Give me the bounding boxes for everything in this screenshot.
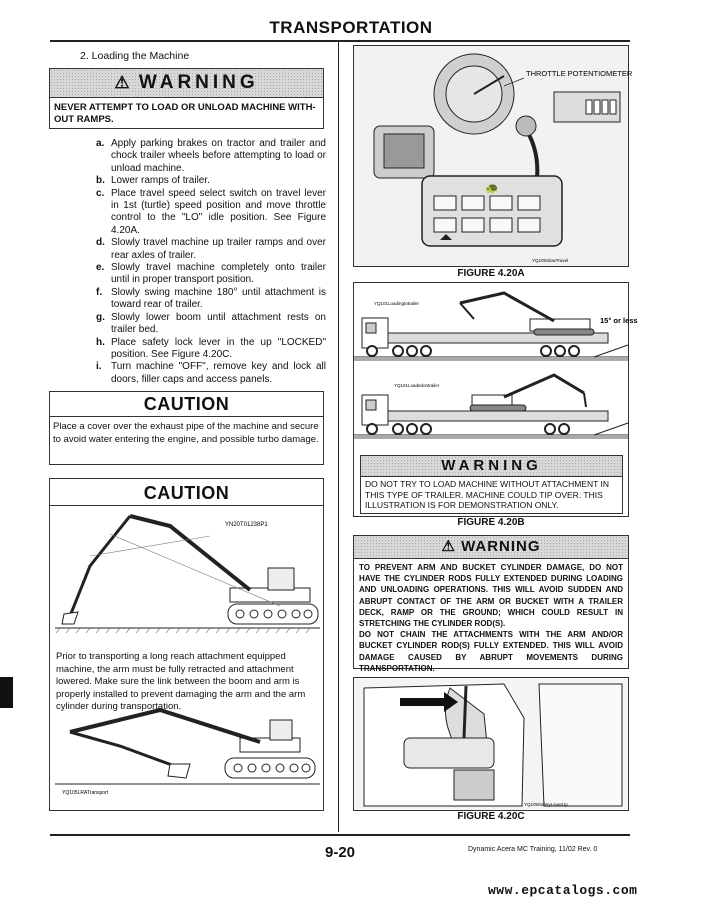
step-item: b. Lower ramps of trailer. [96, 175, 326, 187]
figure-caption: FIGURE 4.20A [457, 268, 525, 279]
step-list: a. Apply parking brakes on tractor and tr… [96, 138, 326, 386]
step-text: Slowly travel machine up trailer ramps a… [111, 237, 326, 261]
warning-paragraph: TO PREVENT ARM AND BUCKET CYLINDER DAMAG… [359, 563, 623, 629]
image-code: YQ105LRATransport [62, 790, 109, 796]
warning-box: ⚠ WARNING TO PREVENT ARM AND BUCKET CYLI… [353, 535, 629, 673]
figure-throttle-panel: THROTTLE POTENTIOMETER 🐢 YQ105SlowTravel [353, 45, 633, 267]
page-title: TRANSPORTATION [269, 18, 433, 37]
caution-text: Prior to transporting a long reach attac… [56, 651, 306, 713]
section-tab [0, 677, 13, 708]
step-letter: c. [96, 187, 105, 199]
figure-caption: FIGURE 4.20C [457, 811, 525, 822]
step-text: Slowly lower boom until attachment rests… [111, 311, 326, 336]
header-rule [50, 40, 630, 42]
trailer-loading-illustration: YQ101Loadingtotrailer 15° or less YQ101L… [354, 291, 638, 439]
column-divider [338, 42, 339, 832]
warning-box: WARNING DO NOT TRY TO LOAD MACHINE WITHO… [360, 455, 623, 514]
caution-box: CAUTION Place a cover over the exhaust p… [49, 391, 324, 465]
long-reach-excavator-illustration: YN20T01238P1 YQ105LRATransport [55, 514, 320, 796]
step-item: a. Apply parking brakes on tractor and tr… [96, 138, 326, 175]
callout-label: THROTTLE POTENTIOMETER [526, 69, 633, 78]
step-text: Slowly swing machine 180° until attachme… [111, 286, 326, 311]
warning-triangle-icon: ⚠ [441, 538, 456, 555]
image-code: YQ101Loadingtotrailer [374, 301, 420, 306]
step-text: Turn machine "OFF", remove key and lock … [111, 361, 326, 385]
warning-header: ⚠ WARNING [354, 536, 628, 559]
arrow-icon [400, 692, 458, 712]
angle-label: 15° or less [600, 316, 638, 325]
image-code: YQ105SafetyLeverUp [524, 802, 568, 807]
step-letter: e. [96, 262, 105, 274]
watermark: www.epcatalogs.com [488, 883, 638, 898]
step-letter: b. [96, 175, 105, 187]
step-item: e. Slowly travel machine completely onto … [96, 262, 326, 287]
caution-text: Place a cover over the exhaust pipe of t… [53, 421, 319, 445]
step-item: h. Place safety lock lever in the up "LOC… [96, 337, 326, 362]
warning-text: DO NOT TRY TO LOAD MACHINE WITHOUT ATTAC… [365, 479, 610, 510]
step-letter: a. [96, 138, 105, 149]
step-item: g. Slowly lower boom until attachment res… [96, 312, 326, 337]
warning-header: ⚠ WARNING [50, 69, 323, 98]
step-item: f. Slowly swing machine 180° until attach… [96, 287, 326, 312]
page-number: 9-20 [324, 844, 356, 861]
cab-controls-illustration: THROTTLE POTENTIOMETER 🐢 YQ105SlowTravel [354, 46, 633, 266]
warning-label: WARNING [461, 538, 541, 555]
warning-paragraph: DO NOT CHAIN THE ATTACHMENTS WITH THE AR… [359, 630, 623, 673]
figure-safety-lever: YQ105SafetyLeverUp [353, 677, 629, 811]
figure-trailer-loading: YQ101Loadingtotrailer 15° or less YQ101L… [353, 282, 638, 517]
caution-label: CAUTION [50, 479, 323, 506]
step-text: Slowly travel machine completely onto tr… [111, 262, 326, 286]
warning-text: TO PREVENT ARM AND BUCKET CYLINDER DAMAG… [354, 559, 628, 677]
caution-label: CAUTION [50, 392, 323, 417]
step-item: c. Place travel speed select switch on tr… [96, 188, 326, 238]
image-code: YN20T01238P1 [225, 522, 268, 528]
warning-box: ⚠ WARNING NEVER ATTEMPT TO LOAD OR UNLOA… [49, 68, 324, 129]
image-code: YQ101Loadedontrailer [394, 383, 440, 388]
footer-rule [50, 834, 630, 836]
step-item: i. Turn machine "OFF", remove key and loc… [96, 361, 326, 386]
turtle-icon: 🐢 [485, 183, 499, 195]
step-text: Place travel speed select switch on trav… [111, 187, 326, 236]
figure-caption: FIGURE 4.20B [457, 517, 525, 528]
caution-box-long-reach: CAUTION YN20T01238P1 YQ105LRATransport [49, 478, 324, 811]
step-letter: h. [96, 336, 105, 348]
step-text: Lower ramps of trailer. [111, 175, 210, 187]
warning-triangle-icon: ⚠ [114, 73, 130, 92]
step-letter: f. [96, 286, 103, 298]
step-letter: d. [96, 237, 105, 249]
step-text: Place safety lock lever in the up "LOCKE… [111, 336, 326, 360]
step-item: d. Slowly travel machine up trailer ramps… [96, 237, 326, 262]
cab-interior-illustration: YQ105SafetyLeverUp [354, 678, 628, 810]
step-letter: i. [96, 361, 102, 373]
step-text: Apply parking brakes on tractor and trai… [111, 138, 326, 174]
step-letter: g. [96, 311, 105, 323]
warning-text: NEVER ATTEMPT TO LOAD OR UNLOAD MACHINE … [54, 102, 316, 125]
footer-document: Dynamic Acera MC Training, 11/02 Rev. 0 [468, 846, 598, 853]
warning-label: WARNING [361, 456, 622, 477]
warning-label: WARNING [138, 72, 259, 93]
section-heading: 2. Loading the Machine [80, 50, 190, 62]
image-code: YQ105SlowTravel [532, 258, 568, 263]
